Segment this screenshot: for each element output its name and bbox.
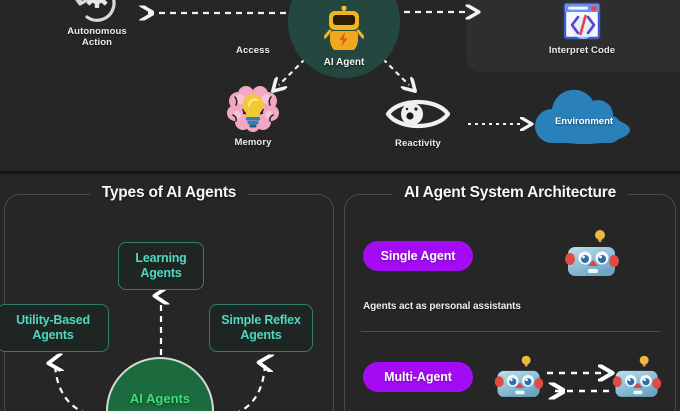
box-learning-agents-line1: Learning [135, 251, 187, 265]
ai-agent-label: AI Agent [323, 57, 365, 68]
node-reactivity: Reactivity [382, 92, 454, 149]
bottom-cards-section: Types of AI Agents [0, 174, 680, 411]
node-reactivity-label: Reactivity [395, 138, 441, 149]
ai-agent-hub: AI Agent [288, 0, 400, 78]
node-environment: Environment [528, 88, 640, 148]
box-simple-reflex-agents-line2: Agents [240, 328, 282, 342]
card-ai-agent-system-architecture: AI Agent System Architecture Single Agen… [344, 184, 676, 411]
node-memory: Memory [218, 86, 288, 148]
top-diagram-section: AI Agent [0, 0, 680, 172]
box-simple-reflex-agents-line1: Simple Reflex [221, 313, 301, 327]
card-types-of-ai-agents: Types of AI Agents [0, 184, 334, 411]
node-interpret-code: Interpret Code [528, 0, 636, 56]
pill-single-agent-label: Single Agent [380, 249, 456, 263]
node-memory-label: Memory [234, 137, 272, 148]
gear-refresh-icon [58, 0, 136, 22]
ai-agents-center-node: AI Agents [106, 357, 214, 411]
box-utility-based-agents-line1: Utility-Based [16, 313, 90, 327]
robot-icon-multi-right [611, 353, 663, 410]
ai-agent-robot-icon [323, 5, 365, 55]
node-autonomous-action-label-line2: Action [81, 37, 113, 48]
robot-icon-single [563, 227, 621, 290]
code-window-icon [528, 0, 636, 42]
box-learning-agents-line2: Agents [140, 266, 182, 280]
ai-agents-center-label: AI Agents [129, 391, 191, 406]
box-simple-reflex-agents[interactable]: Simple Reflex Agents [209, 304, 313, 352]
pill-multi-agent[interactable]: Multi-Agent [363, 362, 473, 392]
brain-lightbulb-icon [218, 86, 288, 134]
node-autonomous-action-label-line1: Autonomous [67, 26, 127, 37]
single-agent-caption: Agents act as personal assistants [363, 301, 521, 312]
node-access-label: Access [236, 45, 270, 56]
pill-single-agent[interactable]: Single Agent [363, 241, 473, 271]
pill-multi-agent-label: Multi-Agent [384, 370, 452, 384]
box-utility-based-agents-line2: Agents [32, 328, 74, 342]
architecture-row-separator [361, 331, 661, 333]
eye-icon [382, 92, 454, 136]
cloud-icon [535, 89, 630, 144]
node-environment-label: Environment [554, 116, 614, 127]
node-autonomous-action: Autonomous Action [58, 0, 136, 48]
box-utility-based-agents[interactable]: Utility-Based Agents [0, 304, 109, 352]
section-divider [0, 171, 680, 174]
node-interpret-code-label: Interpret Code [548, 45, 616, 56]
box-learning-agents[interactable]: Learning Agents [118, 242, 204, 290]
node-access: Access [236, 45, 270, 56]
multi-agent-bidirectional-arrows [547, 361, 617, 411]
robot-icon-multi-left [493, 353, 545, 410]
